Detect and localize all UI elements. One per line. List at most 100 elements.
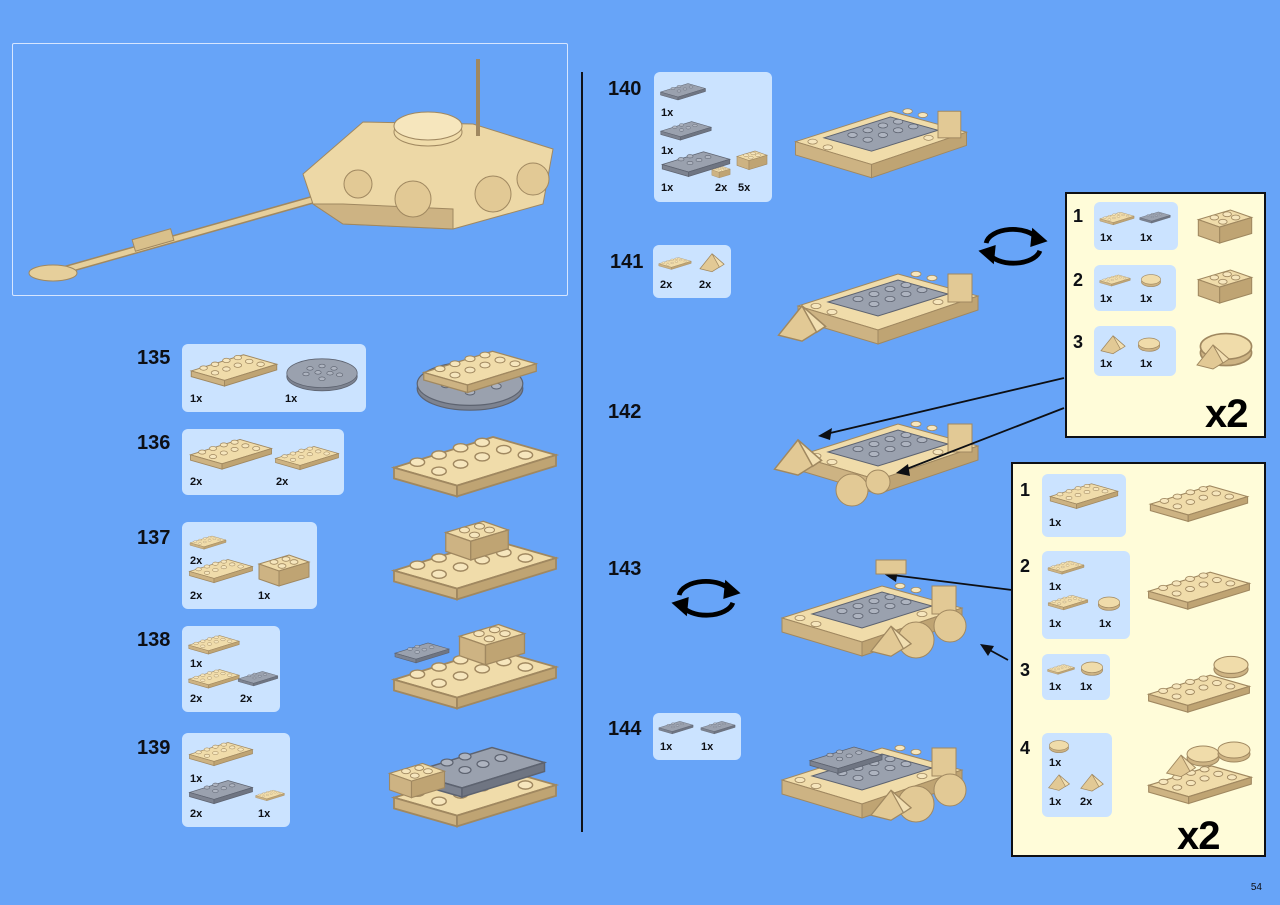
part-gray-plate-icon xyxy=(657,717,695,737)
part-qty: 1x xyxy=(190,658,203,670)
assembly-143 xyxy=(766,550,992,672)
part-tan-round-icon xyxy=(1136,271,1166,289)
part-qty: 2x xyxy=(190,808,203,820)
substep-result xyxy=(1193,262,1257,310)
turret-illustration xyxy=(28,59,554,282)
part-qty: 1x xyxy=(258,808,271,820)
part-qty: 2x xyxy=(190,590,203,602)
step-number-137: 137 xyxy=(137,527,171,549)
step-number-136: 136 xyxy=(137,432,171,454)
subassembly-panel-a: 1 1x 1x 2 1x 1x 3 1x 1x x2 xyxy=(1065,192,1266,438)
parts-callout-141: 2x 2x xyxy=(653,245,731,298)
substep-number: 1 xyxy=(1073,206,1084,226)
part-tan-wedge-icon xyxy=(1098,332,1128,356)
part-qty: 1x xyxy=(661,182,674,194)
substep-callout: 1x 1x xyxy=(1094,265,1176,311)
step-number-135: 135 xyxy=(137,347,171,369)
substep-callout: 1x 1x xyxy=(1042,654,1110,700)
substep-number: 4 xyxy=(1020,738,1031,758)
substep-number: 2 xyxy=(1073,270,1084,290)
step-number-139: 139 xyxy=(137,737,171,759)
part-qty: 1x xyxy=(1140,293,1153,305)
parts-callout-139: 1x 2x 1x xyxy=(182,733,290,827)
part-qty: 1x xyxy=(1049,681,1062,693)
part-tan-plate-icon xyxy=(1046,557,1086,577)
part-qty: 5x xyxy=(738,182,751,194)
part-tan-plate-icon xyxy=(1046,660,1076,678)
part-tan-round-icon xyxy=(1078,658,1106,678)
column-divider xyxy=(581,72,583,832)
multiplier-badge: x2 xyxy=(1205,392,1248,436)
part-qty: 2x xyxy=(190,476,203,488)
part-tan-round-icon xyxy=(1134,334,1164,354)
step-number-144: 144 xyxy=(608,718,642,740)
part-tan-plate-icon xyxy=(1046,480,1122,510)
part-qty: 2x xyxy=(660,279,673,291)
parts-callout-140: 1x 1x 1x 2x 5x xyxy=(654,72,772,202)
finished-model-preview xyxy=(12,43,568,296)
rotate-model-icon xyxy=(667,574,745,622)
part-tan-plate-icon xyxy=(1098,271,1132,289)
substep-result xyxy=(1148,741,1252,805)
step-number-141: 141 xyxy=(610,251,644,273)
part-tan-wedge-icon xyxy=(1046,771,1072,793)
part-qty: 2x xyxy=(240,693,253,705)
substep-result xyxy=(1143,558,1255,620)
substep-callout: 1x 1x xyxy=(1094,326,1176,376)
parts-callout-135: 1x 1x xyxy=(182,344,366,412)
part-qty: 1x xyxy=(1140,232,1153,244)
assembly-142 xyxy=(768,394,992,510)
step-number-143: 143 xyxy=(608,558,642,580)
part-gray-clip-icon xyxy=(1138,208,1172,226)
substep-callout: 1x 1x xyxy=(1094,202,1178,250)
part-qty: 1x xyxy=(1080,681,1093,693)
step-number-142: 142 xyxy=(608,401,642,423)
substep-result xyxy=(1196,332,1253,370)
substep-callout: 1x 1x 1x xyxy=(1042,551,1130,639)
substep-number: 2 xyxy=(1020,556,1031,576)
part-qty: 2x xyxy=(715,182,728,194)
part-qty: 1x xyxy=(1140,358,1153,370)
multiplier-badge: x2 xyxy=(1177,814,1220,858)
part-qty: 2x xyxy=(190,693,203,705)
parts-callout-137: 2x 2x 1x xyxy=(182,522,317,609)
part-qty: 1x xyxy=(190,393,203,405)
substep-callout: 1x xyxy=(1042,474,1126,537)
subassembly-panel-b: 1 1x 2 1x 1x 1x 3 1x 1x 4 1x 1x 2x x2 xyxy=(1011,462,1266,858)
part-qty: 2x xyxy=(1080,796,1093,808)
part-qty: 1x xyxy=(661,145,674,157)
part-qty: 2x xyxy=(190,555,203,567)
part-tan-plate-icon xyxy=(1046,591,1090,613)
part-qty: 1x xyxy=(1100,232,1113,244)
part-tan-round-icon xyxy=(1094,593,1124,613)
part-qty: 1x xyxy=(1099,618,1112,630)
part-qty: 1x xyxy=(258,590,271,602)
step-number-140: 140 xyxy=(608,78,642,100)
substep-number: 1 xyxy=(1020,480,1031,500)
substep-number: 3 xyxy=(1020,660,1031,680)
assembly-144 xyxy=(766,712,992,834)
part-qty: 1x xyxy=(1049,517,1062,529)
substep-result xyxy=(1147,655,1251,713)
part-qty: 1x xyxy=(1049,618,1062,630)
part-qty: 1x xyxy=(660,741,673,753)
part-qty: 1x xyxy=(661,107,674,119)
part-qty: 1x xyxy=(1049,581,1062,593)
part-qty: 1x xyxy=(190,773,203,785)
part-qty: 1x xyxy=(1049,757,1062,769)
substep-result xyxy=(1193,202,1257,250)
part-qty: 1x xyxy=(1100,358,1113,370)
substep-result xyxy=(1145,478,1253,526)
step-number-138: 138 xyxy=(137,629,171,651)
parts-callout-138: 1x 2x 2x xyxy=(182,626,280,712)
part-gray-plate-icon xyxy=(699,717,737,737)
part-tan-wedge-icon xyxy=(1078,771,1106,793)
part-tan-round-icon xyxy=(1046,737,1072,755)
parts-callout-136: 2x 2x xyxy=(182,429,344,495)
substep-number: 3 xyxy=(1073,332,1084,352)
substep-callout: 1x 1x 2x xyxy=(1042,733,1112,817)
part-qty: 1x xyxy=(285,393,298,405)
part-qty: 1x xyxy=(701,741,714,753)
part-tan-plate-icon xyxy=(1098,208,1136,228)
